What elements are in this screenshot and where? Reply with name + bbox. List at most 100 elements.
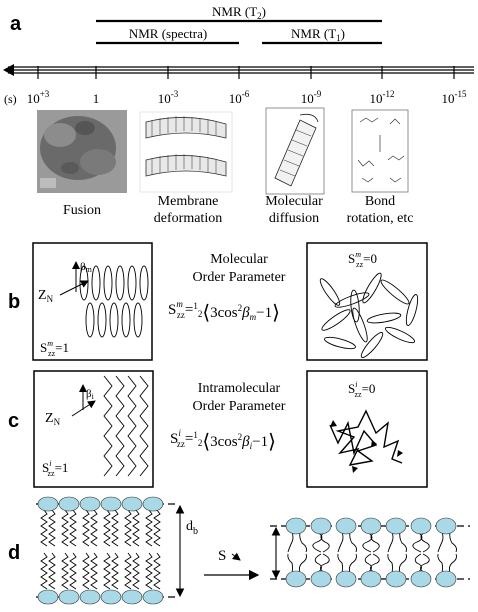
nmr-bar-spectra: NMR (spectra) xyxy=(96,26,239,45)
lipid-tail xyxy=(337,553,343,574)
nmr-bar-t1: NMR (T1) xyxy=(262,26,382,45)
lipid-headgroup xyxy=(335,570,357,588)
lipid-tail xyxy=(90,509,98,547)
svg-text:ZN: ZN xyxy=(38,288,54,304)
ordered-bilayer xyxy=(36,496,176,605)
molecule-ellipse xyxy=(133,302,143,338)
molecule-ellipse xyxy=(139,265,149,301)
lipid-tail xyxy=(132,552,140,590)
chain-zigzag xyxy=(115,375,125,477)
molecule-ellipse xyxy=(121,302,131,338)
molecular-diffusion-image xyxy=(265,107,325,195)
lipid-tail xyxy=(437,553,443,574)
lipid-tail xyxy=(82,552,90,590)
lipid-tail xyxy=(337,531,344,553)
time-axis xyxy=(3,64,474,76)
lipid-headgroup xyxy=(410,517,432,535)
lipid-headgroup xyxy=(37,589,59,605)
bond-rotation-image xyxy=(351,109,409,193)
chain-zigzag xyxy=(103,375,113,477)
svg-text:db: db xyxy=(186,519,198,537)
lipid-tail xyxy=(145,552,153,590)
svg-text:Order Parameter: Order Parameter xyxy=(193,399,286,414)
lipid-headgroup xyxy=(385,570,407,588)
lipid-tail xyxy=(69,552,77,590)
svg-text:βm: βm xyxy=(80,261,93,274)
lipid-tail xyxy=(40,509,48,547)
lipid-tail xyxy=(370,531,380,553)
lipid-tail xyxy=(287,553,293,574)
lipid-tail xyxy=(153,552,161,590)
lipid-headgroup xyxy=(410,570,432,588)
lipid-tail xyxy=(320,553,330,574)
lipid-tail xyxy=(399,531,407,553)
lipid-tail xyxy=(298,553,307,574)
time-tick-label: 10-6 xyxy=(229,89,250,106)
time-tick-label: 10-3 xyxy=(158,89,179,106)
lipid-tail xyxy=(370,553,380,574)
lipid-tail xyxy=(48,552,56,590)
chain-zigzag xyxy=(127,375,137,477)
lipid-headgroup xyxy=(142,496,164,512)
lipid-tail xyxy=(320,531,330,553)
lipid-tail xyxy=(437,531,444,553)
process-label-membrane-2: deformation xyxy=(154,211,222,226)
svg-text:βi: βi xyxy=(86,388,95,401)
lipid-tail xyxy=(287,531,294,553)
fusion-image xyxy=(37,110,127,193)
panel-label-b: b xyxy=(8,291,20,313)
lipid-tail xyxy=(40,552,48,590)
process-label-fusion: Fusion xyxy=(63,203,101,218)
lipid-headgroup xyxy=(385,517,407,535)
order-decrease-arrow: S xyxy=(204,548,260,581)
lipid-tail xyxy=(153,509,161,547)
molecule-ellipse xyxy=(97,302,107,338)
time-tick-label: 10-15 xyxy=(442,89,467,106)
time-tick-label: 10-12 xyxy=(370,89,395,106)
time-axis-arrow-icon xyxy=(3,64,14,76)
lipid-tail xyxy=(364,553,372,574)
molecule-ellipse xyxy=(85,302,95,338)
lipid-tail xyxy=(420,553,430,574)
lipid-headgroup xyxy=(100,589,122,605)
nmr-bar-t2: NMR (T2) xyxy=(96,4,382,23)
lipid-headgroup xyxy=(79,496,101,512)
molecule-ellipse xyxy=(103,265,113,301)
lipid-tail xyxy=(387,531,394,553)
lipid-tail xyxy=(398,553,407,574)
svg-text:Intramolecular: Intramolecular xyxy=(198,381,281,396)
lipid-tail xyxy=(312,531,323,553)
lipid-tail xyxy=(103,509,111,547)
lipid-tail xyxy=(82,509,90,547)
lipid-headgroup xyxy=(37,496,59,512)
molecule-ellipse xyxy=(115,265,125,301)
svg-text:NMR (T2): NMR (T2) xyxy=(212,4,266,21)
lipid-tail xyxy=(299,531,307,553)
lipid-tail xyxy=(448,553,457,574)
membrane-deformation-image xyxy=(139,111,233,193)
lipid-tail xyxy=(61,552,69,590)
svg-text:S: S xyxy=(218,548,226,564)
process-label-bond-2: rotation, etc xyxy=(347,211,414,226)
lipid-headgroup xyxy=(285,570,307,588)
lipid-tail xyxy=(412,531,423,553)
svg-text:Molecular: Molecular xyxy=(210,252,268,267)
process-label-membrane-1: Membrane xyxy=(158,194,219,209)
bilayer-thickness-arrow: db xyxy=(175,504,198,598)
lipid-headgroup xyxy=(142,589,164,605)
disordered-bilayer xyxy=(270,517,470,588)
lipid-tail xyxy=(90,552,98,590)
panel-label-a: a xyxy=(10,13,22,35)
